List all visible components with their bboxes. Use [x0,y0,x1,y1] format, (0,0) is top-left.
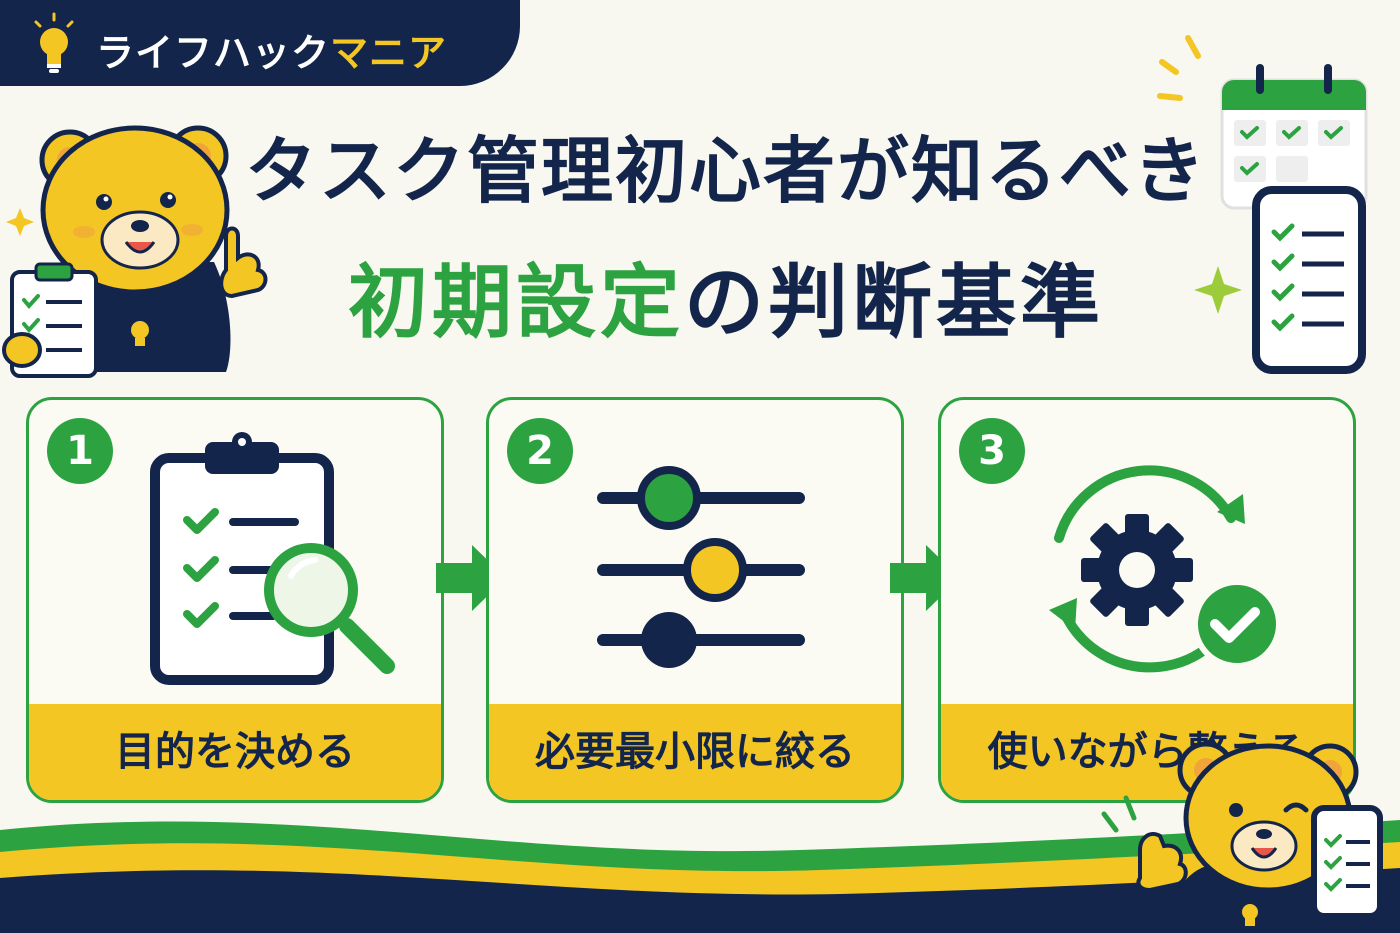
step-label: 目的を決める [29,704,441,800]
step-card-2: 2 必要最小限に絞る [486,397,904,803]
step-label: 必要最小限に絞る [489,704,901,800]
clipboard-search-icon [150,432,395,685]
step-label: 使いながら整える [941,704,1353,800]
title-rest-text: の判断基準 [684,256,1104,349]
page-title-line1: タスク管理初心者が知るべき [244,129,1207,213]
step-number-badge: 1 [47,418,113,484]
step-number-badge: 3 [959,418,1025,484]
gear-cycle-icon [1049,465,1282,673]
step-card-3: 3 使いながら整える [938,397,1356,803]
title-accent-text: 初期設定 [348,256,684,349]
step-card-1: 1 目的を決める [26,397,444,803]
page-title-line2: 初期設定の判断基準 [236,238,1216,354]
brand-header: ライフハックマニア [0,0,520,86]
lightbulb-icon [34,12,74,73]
sliders-icon [597,466,805,668]
step-number-badge: 2 [507,418,573,484]
brand-name: ライフハックマニア [96,31,448,75]
